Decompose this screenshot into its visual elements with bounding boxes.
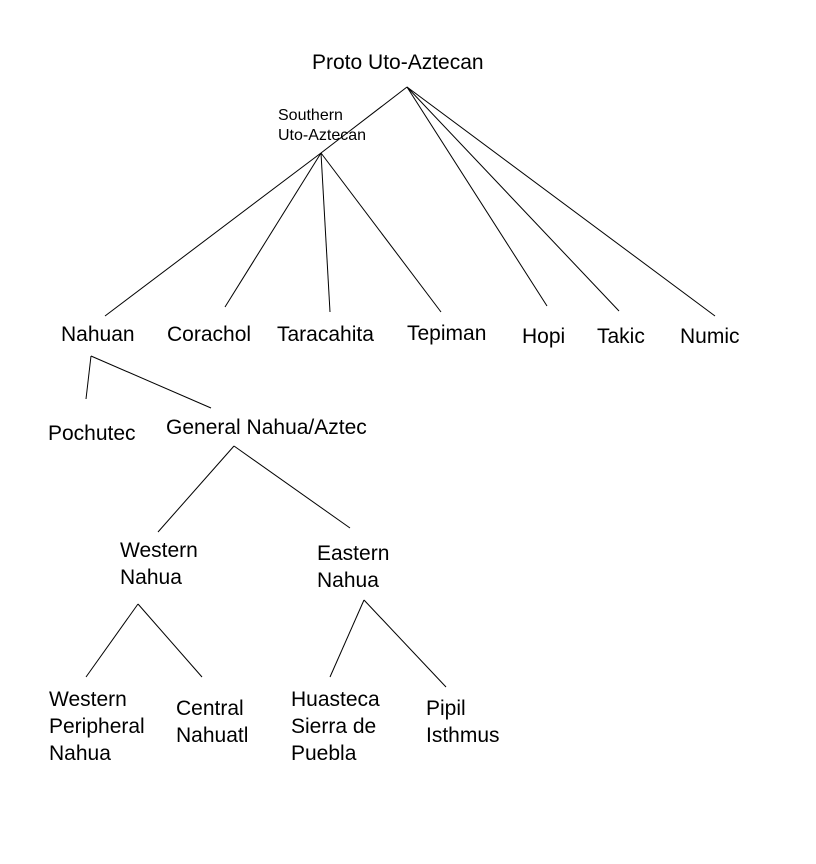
node-central-nahuatl: Central Nahuatl — [176, 697, 249, 747]
edge-general-eastern — [233, 445, 351, 529]
node-huasteca-sierra-de-puebla: Huasteca Sierra de Puebla — [291, 688, 380, 765]
edge-eastern-pipil — [363, 599, 447, 688]
edge-proto-southern — [320, 86, 408, 154]
node-western-nahua: Western Nahua — [120, 539, 198, 589]
edge-southern-taracahita — [320, 152, 331, 313]
node-tepiman: Tepiman — [407, 322, 487, 345]
node-nahuan: Nahuan — [61, 323, 135, 346]
edge-southern-nahuan — [104, 152, 322, 317]
node-western-peripheral-nahua: Western Peripheral Nahua — [49, 688, 145, 765]
node-southern: Southern Uto-Aztecan — [278, 107, 367, 144]
node-hopi: Hopi — [522, 325, 566, 348]
node-general-nahua-aztec: General Nahua/Aztec — [166, 416, 367, 439]
node-pipil-isthmus: Pipil Isthmus — [426, 697, 500, 747]
edge-proto-takic — [406, 86, 620, 312]
edge-western-central — [137, 603, 203, 678]
edge-proto-hopi — [406, 86, 548, 307]
node-taracahita: Taracahita — [277, 323, 374, 346]
node-eastern-nahua: Eastern Nahua — [317, 542, 390, 592]
edge-western-wpn — [85, 603, 139, 678]
edge-proto-numic — [406, 86, 716, 317]
edge-southern-tepiman — [320, 152, 442, 313]
edge-nahuan-general — [90, 355, 212, 409]
node-takic: Takic — [597, 325, 645, 348]
node-numic: Numic — [680, 325, 740, 348]
edge-nahuan-pochutec — [85, 355, 92, 400]
edge-general-western — [157, 445, 235, 533]
node-proto: Proto Uto-Aztecan — [312, 51, 484, 74]
edge-southern-corachol — [224, 152, 322, 308]
edge-eastern-huasteca — [329, 599, 365, 678]
node-pochutec: Pochutec — [48, 422, 136, 445]
node-corachol: Corachol — [167, 323, 252, 346]
